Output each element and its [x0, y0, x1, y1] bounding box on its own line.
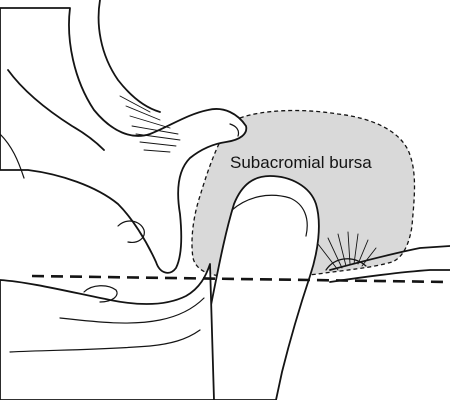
clavicle-edge-line [99, 0, 160, 112]
subacromial-bursa-label: Subacromial bursa [230, 153, 372, 172]
tendon-lower-line [330, 270, 450, 282]
glenoid-outline [0, 264, 214, 400]
